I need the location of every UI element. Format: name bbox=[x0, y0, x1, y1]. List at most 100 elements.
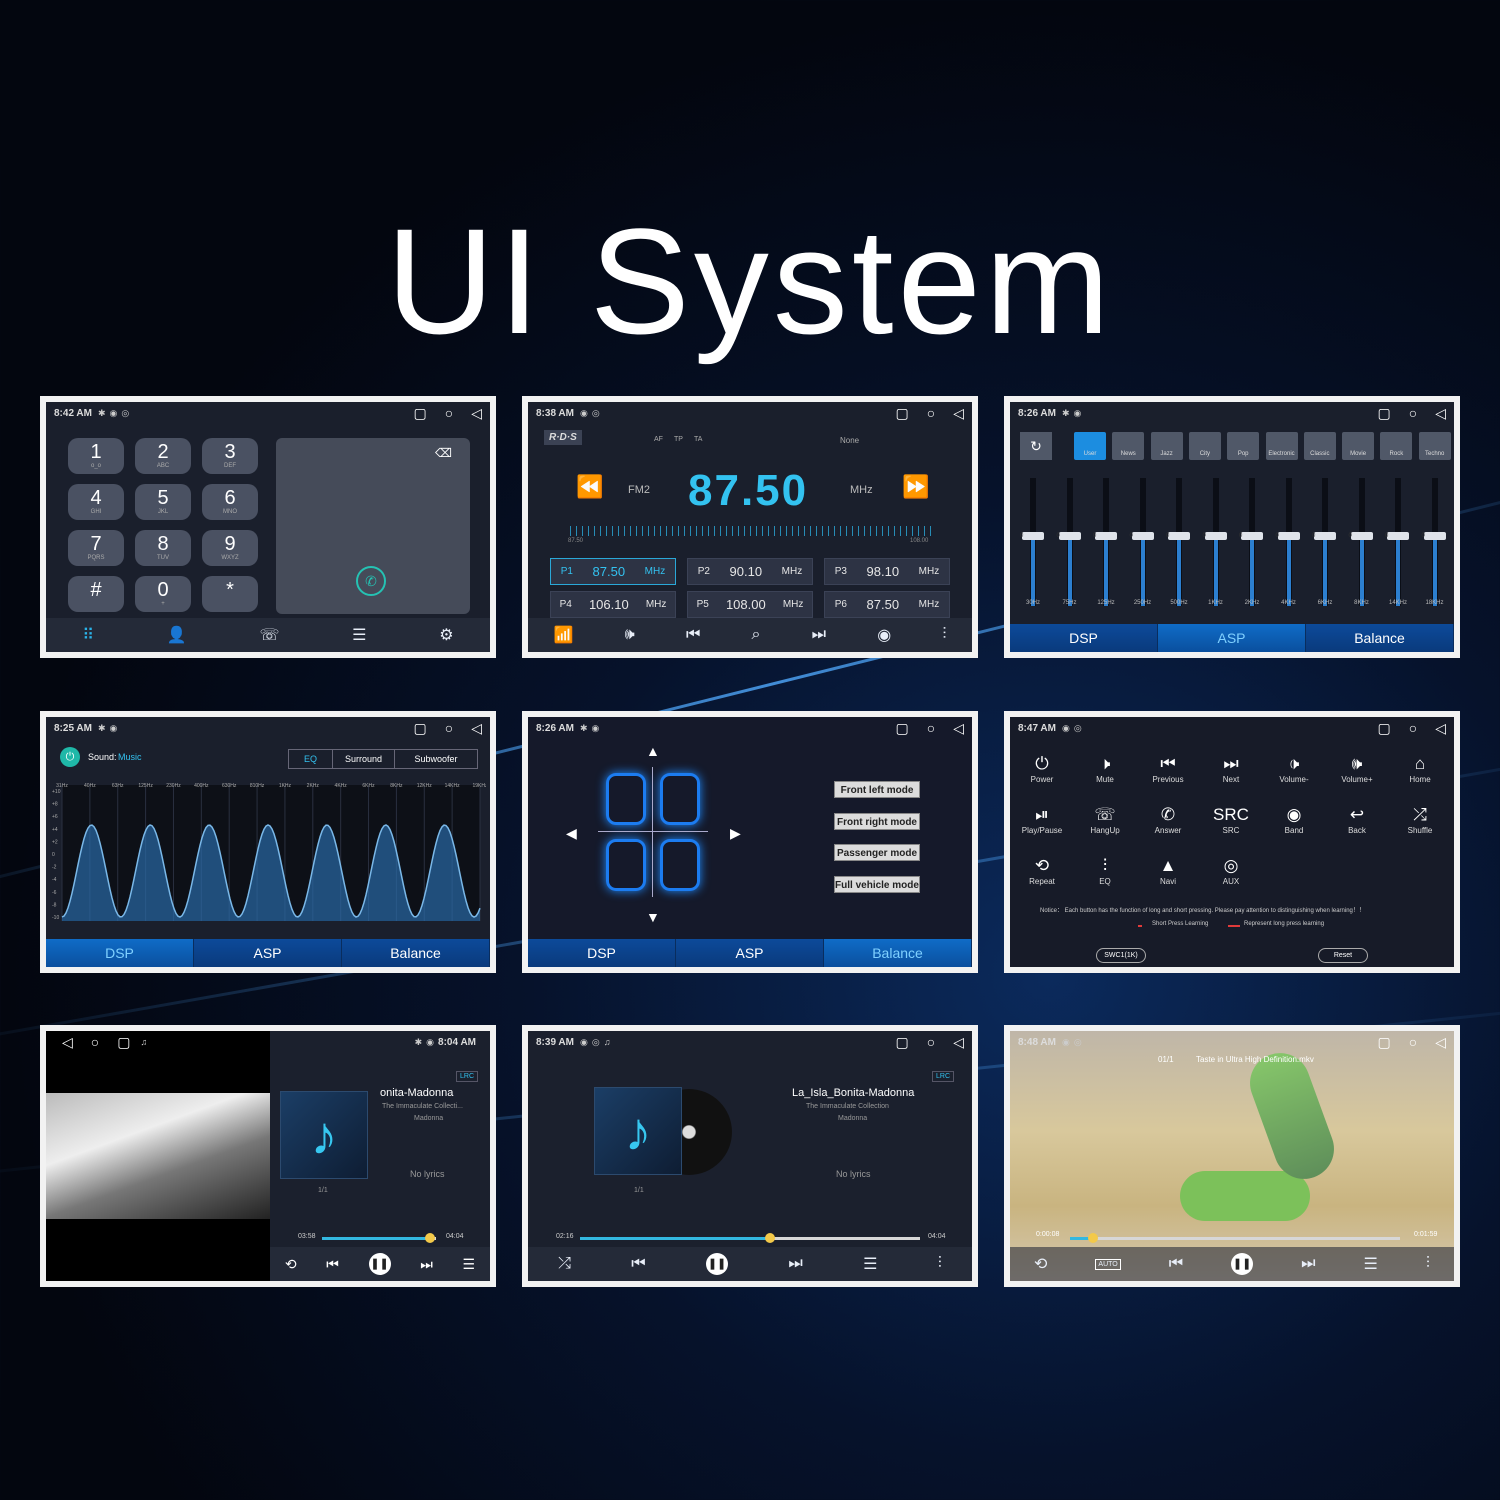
playlist-icon[interactable]: ☰ bbox=[1363, 1256, 1378, 1273]
band-label[interactable]: FM2 bbox=[628, 484, 650, 496]
recents-icon[interactable]: ▢ bbox=[895, 1033, 909, 1050]
shuffle-icon[interactable]: ⤮ bbox=[558, 1255, 571, 1272]
next-icon[interactable]: ⏭ bbox=[811, 626, 827, 643]
progress-knob[interactable] bbox=[1088, 1233, 1099, 1243]
dial-key[interactable]: # bbox=[68, 576, 124, 612]
swc-band-button[interactable]: ◉Band bbox=[1262, 804, 1326, 835]
arrow-up-icon[interactable]: ▲ bbox=[646, 743, 660, 759]
home-icon[interactable]: ○ bbox=[926, 719, 936, 736]
home-icon[interactable]: ○ bbox=[926, 404, 936, 421]
swc-aux-button[interactable]: ◎AUX bbox=[1199, 855, 1263, 886]
eq-preset-classic[interactable]: Classic bbox=[1303, 432, 1336, 460]
broadcast-icon[interactable]: 📶 bbox=[553, 627, 574, 644]
recents-icon[interactable]: ▢ bbox=[117, 1033, 131, 1050]
swc-navi-button[interactable]: ▲Navi bbox=[1136, 855, 1200, 886]
dial-key[interactable]: * bbox=[202, 576, 258, 612]
tab-dsp[interactable]: DSP bbox=[46, 939, 194, 967]
back-icon[interactable]: ◁ bbox=[1435, 404, 1446, 421]
equalizer-icon[interactable]: ⫶ bbox=[942, 626, 947, 643]
recents-icon[interactable]: ▢ bbox=[413, 404, 427, 421]
previous-icon[interactable]: ⏮ bbox=[326, 1255, 339, 1272]
back-icon[interactable]: ◁ bbox=[62, 1033, 73, 1050]
swc-power-button[interactable]: ⏻Power bbox=[1010, 753, 1074, 784]
video-frame[interactable] bbox=[1010, 1031, 1454, 1281]
slider-knob[interactable] bbox=[1350, 532, 1373, 540]
swc-home-button[interactable]: ⌂Home bbox=[1388, 753, 1452, 784]
previous-icon[interactable]: ⏮ bbox=[1168, 1255, 1184, 1272]
home-icon[interactable]: ○ bbox=[1408, 1033, 1418, 1050]
mode-full-vehicle[interactable]: Full vehicle mode bbox=[834, 876, 920, 893]
tab-balance[interactable]: Balance bbox=[342, 939, 490, 967]
slider-knob[interactable] bbox=[1204, 532, 1227, 540]
pause-button[interactable]: ❚❚ bbox=[1231, 1253, 1254, 1275]
swc-next-button[interactable]: ⏭Next bbox=[1199, 753, 1263, 784]
equalizer-icon[interactable]: ⫶ bbox=[1425, 1255, 1430, 1272]
arrow-right-icon[interactable]: ▶ bbox=[730, 825, 741, 841]
swc-eq-button[interactable]: ⫶EQ bbox=[1073, 855, 1137, 886]
seek-forward-icon[interactable]: ⏩ bbox=[902, 474, 930, 499]
slider-knob[interactable] bbox=[1241, 532, 1263, 540]
call-button[interactable]: ✆ bbox=[356, 566, 386, 596]
swc-hangup-button[interactable]: ☏HangUp bbox=[1073, 804, 1137, 835]
devices-icon[interactable]: ☰ bbox=[352, 627, 367, 644]
pause-button[interactable]: ❚❚ bbox=[368, 1253, 391, 1275]
next-icon[interactable]: ⏭ bbox=[420, 1255, 433, 1272]
slider-knob[interactable] bbox=[1131, 532, 1154, 540]
progress-bar[interactable] bbox=[322, 1233, 436, 1243]
swc-volume--button[interactable]: 🕩Volume- bbox=[1262, 753, 1326, 784]
slider-knob[interactable] bbox=[1277, 532, 1300, 540]
eq-preset-user[interactable]: User bbox=[1074, 432, 1106, 460]
mode-front-right[interactable]: Front right mode bbox=[834, 813, 920, 830]
seek-back-icon[interactable]: ⏪ bbox=[576, 474, 604, 499]
repeat-icon[interactable]: ⟲ bbox=[284, 1255, 297, 1272]
previous-icon[interactable]: ⏮ bbox=[685, 626, 701, 643]
recents-icon[interactable]: ▢ bbox=[895, 404, 909, 421]
next-icon[interactable]: ⏭ bbox=[788, 1255, 803, 1272]
recents-icon[interactable]: ▢ bbox=[895, 719, 909, 736]
equalizer-icon[interactable]: ⫶ bbox=[937, 1255, 942, 1272]
seat-front-left[interactable] bbox=[606, 773, 646, 825]
call-log-icon[interactable]: ☏ bbox=[259, 627, 280, 644]
back-icon[interactable]: ◁ bbox=[1435, 719, 1446, 736]
reset-eq-icon[interactable]: ↻ bbox=[1020, 432, 1052, 460]
swc-back-button[interactable]: ↩Back bbox=[1325, 804, 1389, 835]
home-icon[interactable]: ○ bbox=[444, 404, 454, 421]
swc-shuffle-button[interactable]: ⤮Shuffle bbox=[1388, 804, 1452, 835]
arrow-left-icon[interactable]: ◀ bbox=[566, 825, 577, 841]
tab-balance[interactable]: Balance bbox=[1306, 624, 1454, 652]
home-icon[interactable]: ○ bbox=[1408, 719, 1418, 736]
album-cover[interactable]: ♪ bbox=[280, 1091, 368, 1179]
swc-answer-button[interactable]: ✆Answer bbox=[1136, 804, 1200, 835]
tab-subwoofer[interactable]: Subwoofer bbox=[414, 754, 458, 764]
tab-asp[interactable]: ASP bbox=[194, 939, 342, 967]
home-icon[interactable]: ○ bbox=[926, 1033, 936, 1050]
power-icon[interactable]: ⏻ bbox=[60, 747, 80, 767]
back-icon[interactable]: ◁ bbox=[953, 404, 964, 421]
reset-button[interactable]: Reset bbox=[1318, 948, 1368, 963]
back-icon[interactable]: ◁ bbox=[1435, 1033, 1446, 1050]
playlist-icon[interactable]: ☰ bbox=[863, 1256, 878, 1273]
seat-front-right[interactable] bbox=[660, 773, 700, 825]
eq-preset-rock[interactable]: Rock bbox=[1380, 432, 1413, 460]
mode-passenger[interactable]: Passenger mode bbox=[834, 844, 920, 861]
flag-tp[interactable]: TP bbox=[674, 436, 683, 443]
previous-icon[interactable]: ⏮ bbox=[631, 1255, 646, 1272]
seat-rear-right[interactable] bbox=[660, 839, 700, 891]
